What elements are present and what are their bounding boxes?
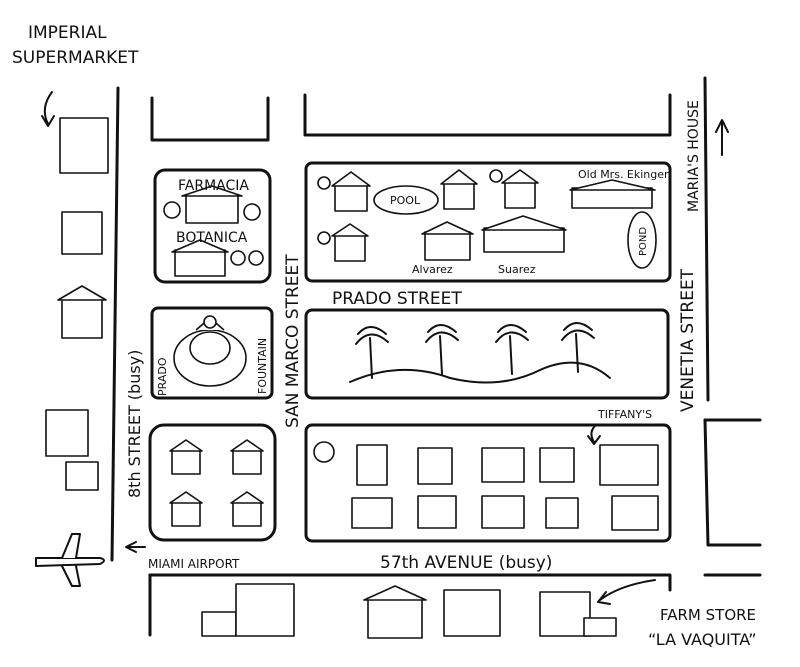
- label-fountain: FOUNTAIN: [256, 338, 269, 394]
- block-top-center-edge: [303, 93, 672, 137]
- label-suarez: Suarez: [498, 263, 536, 276]
- block-houses-southwest: [148, 423, 277, 542]
- venetia-east-edge-bottom: [703, 418, 762, 547]
- airplane-icon: [35, 533, 105, 587]
- label-miami-airport: MIAMI AIRPORT: [148, 557, 240, 571]
- label-57th-avenue: 57th AVENUE (busy): [380, 553, 552, 573]
- label-old-mrs-ekinger: Old Mrs. Ekinger: [578, 168, 669, 181]
- arrow-icon: [41, 91, 729, 605]
- label-san-marco-street: SAN MARCO STREET: [283, 254, 303, 428]
- label-alvarez: Alvarez: [412, 263, 453, 276]
- label-pond: POND: [638, 227, 649, 256]
- street-lines: [110, 76, 762, 637]
- label-tiffanys: TIFFANY'S: [597, 408, 652, 421]
- block-residences-north: [304, 161, 672, 283]
- bottom-buildings: [201, 583, 617, 639]
- west-buildings: [45, 117, 109, 491]
- label-la-vaquita: “LA VAQUITA”: [648, 630, 757, 649]
- label-farmacia: FARMACIA: [178, 178, 249, 194]
- palm-tree-icon: [355, 322, 595, 379]
- label-pool: POOL: [390, 194, 421, 207]
- pond-shape: [627, 211, 657, 269]
- label-farm-store: FARM STORE: [660, 606, 756, 624]
- label-botanica: BOTANICA: [176, 230, 248, 246]
- label-venetia-street: VENETIA STREET: [678, 268, 698, 412]
- tiffanys-arrow: [587, 424, 601, 445]
- marias-arrow: [715, 119, 729, 156]
- fountain-icon: [173, 315, 247, 387]
- label-prado: PRADO: [156, 357, 169, 396]
- label-supermarket: SUPERMARKET: [12, 48, 139, 68]
- venetia-east-edge-top: [703, 76, 710, 402]
- label-eighth-street: 8th STREET (busy): [125, 350, 144, 498]
- eighth-street-west-edge: [110, 86, 120, 562]
- labels: IMPERIAL SUPERMARKET FARMACIA BOTANICA P…: [12, 23, 757, 649]
- block-top-left-edge: [150, 96, 270, 142]
- bottom-row-top-edge: [148, 573, 672, 592]
- label-marias-house: MARIA'S HOUSE: [686, 100, 702, 212]
- airport-arrow: [125, 541, 146, 553]
- block-farmacia: [153, 168, 272, 284]
- supermarket-arrow: [41, 91, 55, 127]
- block-commercial-south: [304, 423, 672, 543]
- park-hill-line: [349, 361, 611, 384]
- label-imperial: IMPERIAL: [28, 23, 107, 43]
- block-prado-fountain: [150, 306, 274, 400]
- pool-shape: [373, 185, 439, 215]
- label-prado-street: PRADO STREET: [332, 289, 462, 309]
- farm-store-arrow: [597, 579, 656, 605]
- block-park: [304, 308, 670, 400]
